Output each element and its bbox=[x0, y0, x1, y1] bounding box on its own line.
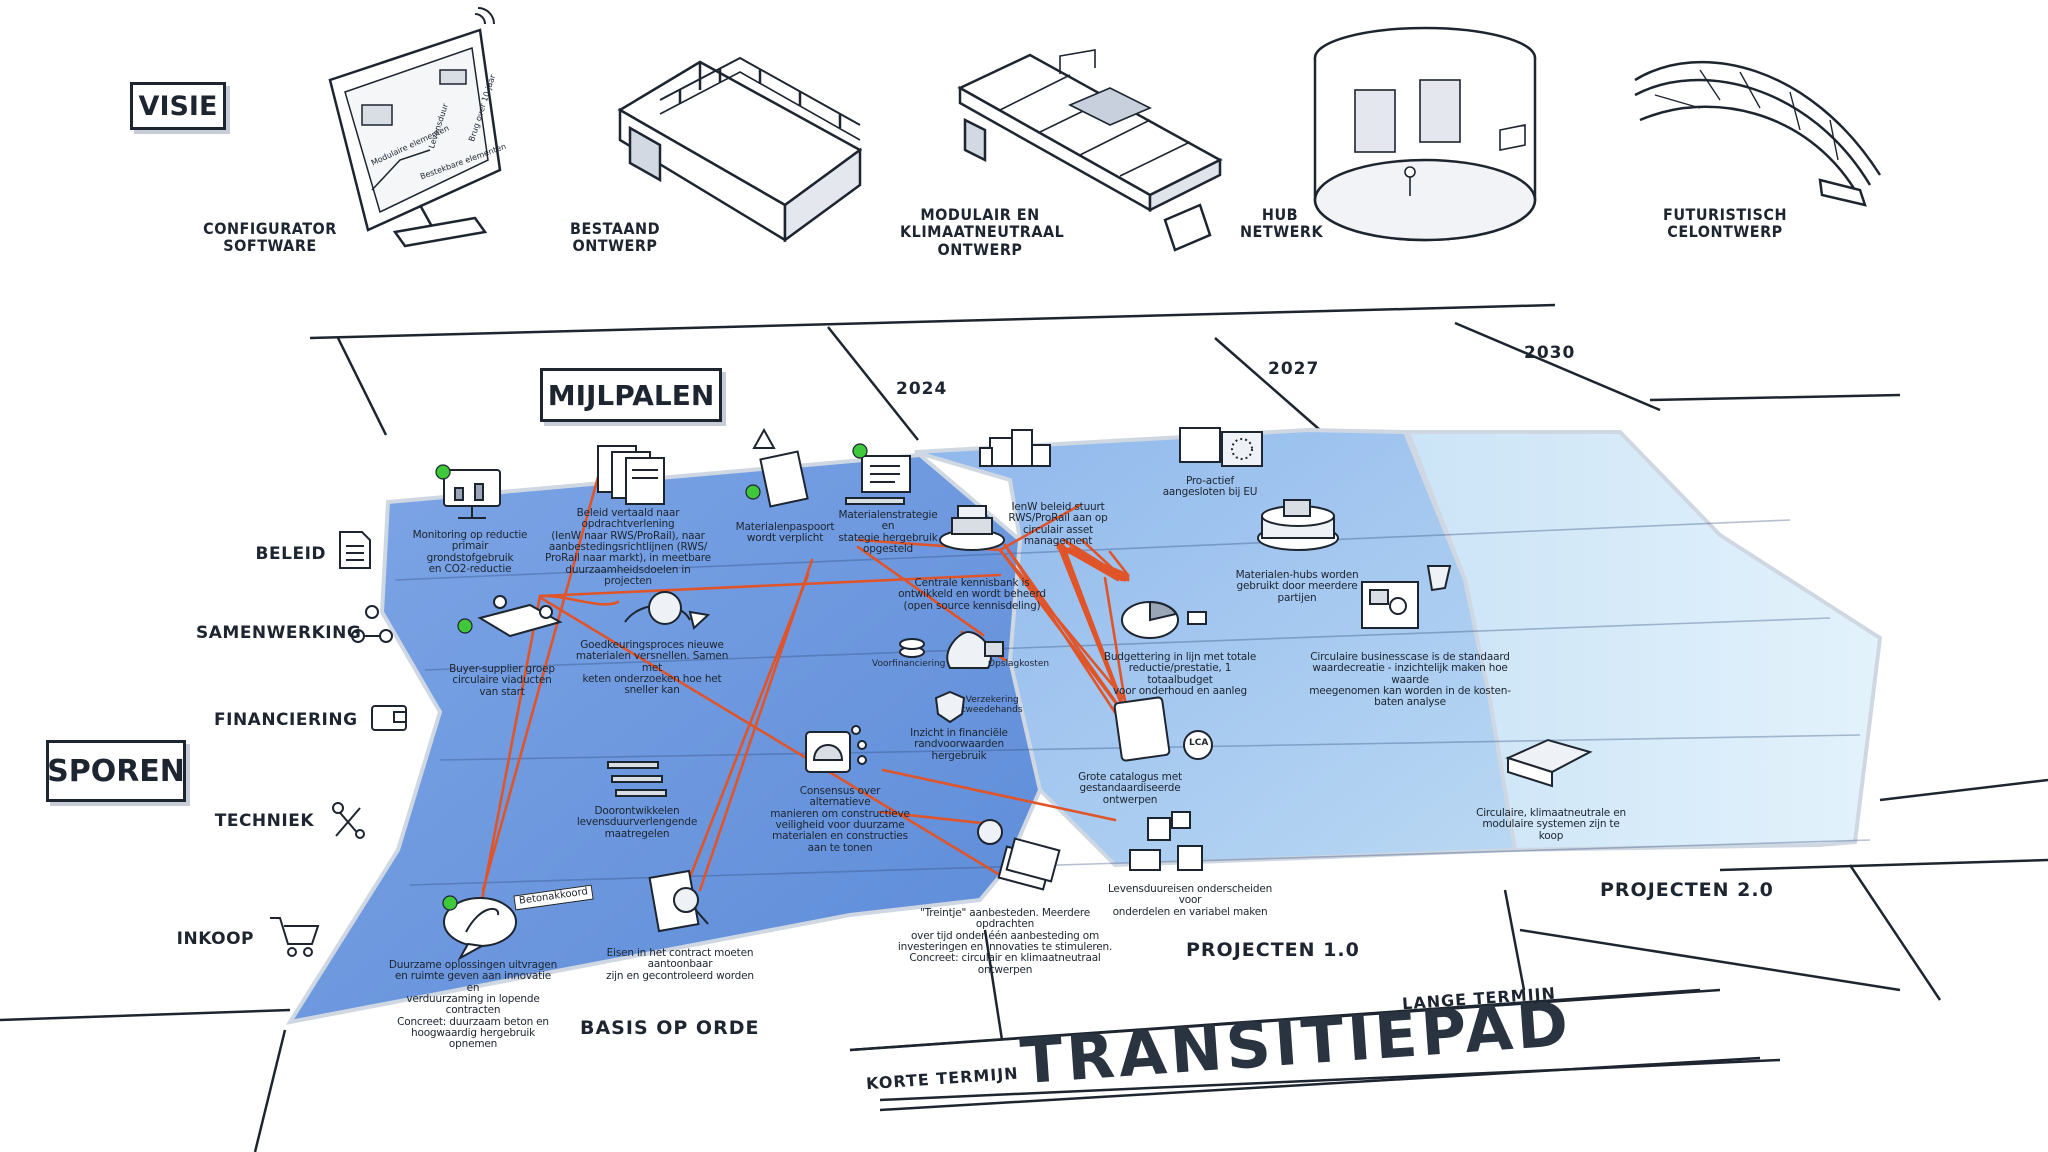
material-passport-icon bbox=[752, 427, 809, 508]
year-2024: 2024 bbox=[896, 379, 948, 399]
train-documents-icon bbox=[977, 819, 1061, 891]
strategy-board-icon bbox=[845, 455, 911, 505]
transitiepad-road bbox=[849, 988, 1761, 1112]
year-2030: 2030 bbox=[1524, 343, 1576, 363]
lifespan-parts-icon bbox=[1129, 811, 1203, 871]
buyer-supplier-table-icon bbox=[477, 595, 563, 638]
milestone-pro-actief-eu: Pro-actief aangesloten bij EU bbox=[1162, 475, 1258, 499]
milestone-financiele-randvoorwaarden: Inzicht in financiële randvoorwaarden he… bbox=[910, 727, 1008, 762]
play-badges bbox=[435, 443, 868, 911]
catalogue-tablet-icon bbox=[1113, 696, 1213, 762]
safety-helmet-icon bbox=[805, 725, 867, 773]
play-badge bbox=[852, 443, 868, 459]
insurance-shield-icon bbox=[934, 690, 966, 724]
play-badge bbox=[745, 484, 761, 500]
visie-caption-bestaand: BESTAAND ONTWERP bbox=[569, 219, 661, 256]
modular-systems-puzzle-icon bbox=[1505, 738, 1593, 788]
monitoring-screen-icon bbox=[443, 469, 501, 519]
milestone-doorontwikkelen: Doorontwikkelen levensduurverlengende ma… bbox=[576, 805, 698, 840]
milestone-buyer-supplier: Buyer-supplier groep circulaire viaducte… bbox=[449, 663, 555, 698]
lane-beleid: BELEID bbox=[255, 544, 326, 564]
milestone-ienw-beleid: IenW beleid stuurt RWS/ProRail aan op ci… bbox=[1008, 501, 1108, 547]
documents-stack-icon bbox=[597, 445, 665, 505]
people-network-icon bbox=[351, 605, 393, 643]
phase-basis: BASIS OP ORDE bbox=[580, 1017, 760, 1039]
visie-caption-futuristisch: FUTURISTISCH CELONTWERP bbox=[1663, 205, 1787, 242]
visie-caption-configurator: CONFIGURATOR SOFTWARE bbox=[203, 219, 337, 256]
phase-projecten1: PROJECTEN 1.0 bbox=[1186, 939, 1360, 961]
tools-icon bbox=[332, 802, 365, 839]
year-2027: 2027 bbox=[1268, 359, 1320, 379]
label-verzekering: Verzekering tweedehands bbox=[962, 695, 1023, 715]
lane-inkoop: INKOOP bbox=[176, 929, 254, 949]
milestone-catalogus: Grote catalogus met gestandaardiseerde o… bbox=[1078, 771, 1182, 806]
milestone-duurzame-oplossingen: Duurzame oplossingen uitvragen en ruimte… bbox=[388, 959, 558, 1051]
milestone-icons bbox=[443, 427, 1593, 961]
contract-magnifier-icon bbox=[648, 869, 709, 933]
speech-bubble-icon bbox=[443, 897, 517, 961]
eu-puzzle-icon bbox=[1179, 427, 1263, 467]
lane-techniek: TECHNIEK bbox=[214, 811, 314, 831]
modular-viaduct-icon bbox=[957, 49, 1223, 252]
approval-process-icon bbox=[624, 591, 711, 630]
knowledge-bank-icon bbox=[939, 505, 1005, 551]
materials-hub-icon bbox=[1257, 499, 1339, 551]
label-opslagkosten: Opslagkosten bbox=[988, 659, 1050, 669]
milestone-treintje: "Treintje" aanbesteden. Meerdere opdrach… bbox=[897, 907, 1113, 976]
monitor-configurator-icon bbox=[328, 7, 502, 248]
phase-planes bbox=[285, 427, 1883, 1025]
milestone-eisen-contract: Eisen in het contract moeten aantoonbaar… bbox=[606, 947, 754, 982]
visie-caption-hub: HUB NETWERK bbox=[1240, 205, 1324, 242]
milestone-goedkeuringsproces: Goedkeuringsproces nieuwe materialen ver… bbox=[575, 639, 729, 697]
mijlpalen-label: MIJLPALEN bbox=[540, 368, 722, 422]
play-badge bbox=[435, 464, 451, 480]
wallet-icon bbox=[371, 705, 407, 731]
play-badge bbox=[442, 895, 458, 911]
sporen-label: SPOREN bbox=[46, 740, 186, 802]
city-buildings-icon bbox=[979, 429, 1051, 467]
milestone-monitoring: Monitoring op reductie primair grondstof… bbox=[412, 529, 528, 575]
label-voorfinanciering: Voorfinanciering bbox=[872, 659, 946, 669]
futuristic-bridge-icon bbox=[1634, 60, 1882, 207]
budget-pie-icon bbox=[1121, 600, 1207, 639]
lane-icons bbox=[270, 531, 407, 957]
extension-measures-icon bbox=[607, 761, 667, 797]
milestone-materialen-hubs: Materialen-hubs worden gebruikt door mee… bbox=[1235, 569, 1359, 604]
play-badge bbox=[457, 618, 473, 634]
visie-caption-modulair: MODULAIR EN KLIMAATNEUTRAAL ONTWERP bbox=[900, 205, 1065, 259]
milestone-modulaire-systemen: Circulaire, klimaatneutrale en modulaire… bbox=[1476, 807, 1626, 842]
milestone-levensduureisen: Levensduureisen onderscheiden voor onder… bbox=[1107, 883, 1273, 918]
lane-financiering: FINANCIERING bbox=[214, 710, 358, 730]
phase-projecten2: PROJECTEN 2.0 bbox=[1600, 879, 1774, 901]
projecten1-plane bbox=[914, 427, 1518, 868]
lane-samenwerking: SAMENWERKING bbox=[196, 623, 362, 643]
milestone-kennisbank: Centrale kennisbank is ontwikkeld en wor… bbox=[898, 577, 1046, 612]
business-case-board-icon bbox=[1361, 565, 1452, 629]
transition-paths bbox=[478, 468, 1132, 912]
visie-label: VISIE bbox=[130, 82, 226, 130]
document-icon bbox=[339, 531, 371, 569]
milestone-budgettering: Budgettering in lijn met totale reductie… bbox=[1103, 651, 1257, 697]
shopping-cart-icon bbox=[270, 917, 320, 957]
milestone-materialenpaspoort: Materialenpaspoort wordt verplicht bbox=[735, 521, 835, 545]
existing-viaduct-icon bbox=[617, 56, 863, 243]
label-lca: LCA bbox=[1189, 738, 1209, 748]
coins-money-bag-icon bbox=[899, 630, 1004, 669]
milestone-consensus: Consensus over alternatieve manieren om … bbox=[770, 785, 910, 854]
milestone-materialenstrategie: Materialenstrategie en stategie hergebru… bbox=[838, 509, 938, 555]
milestone-beleid-vertaald: Beleid vertaald naar opdrachtverlening (… bbox=[545, 507, 711, 587]
milestone-businesscase: Circulaire businesscase is de standaard … bbox=[1309, 651, 1511, 709]
hub-warehouse-icon bbox=[1313, 26, 1537, 242]
